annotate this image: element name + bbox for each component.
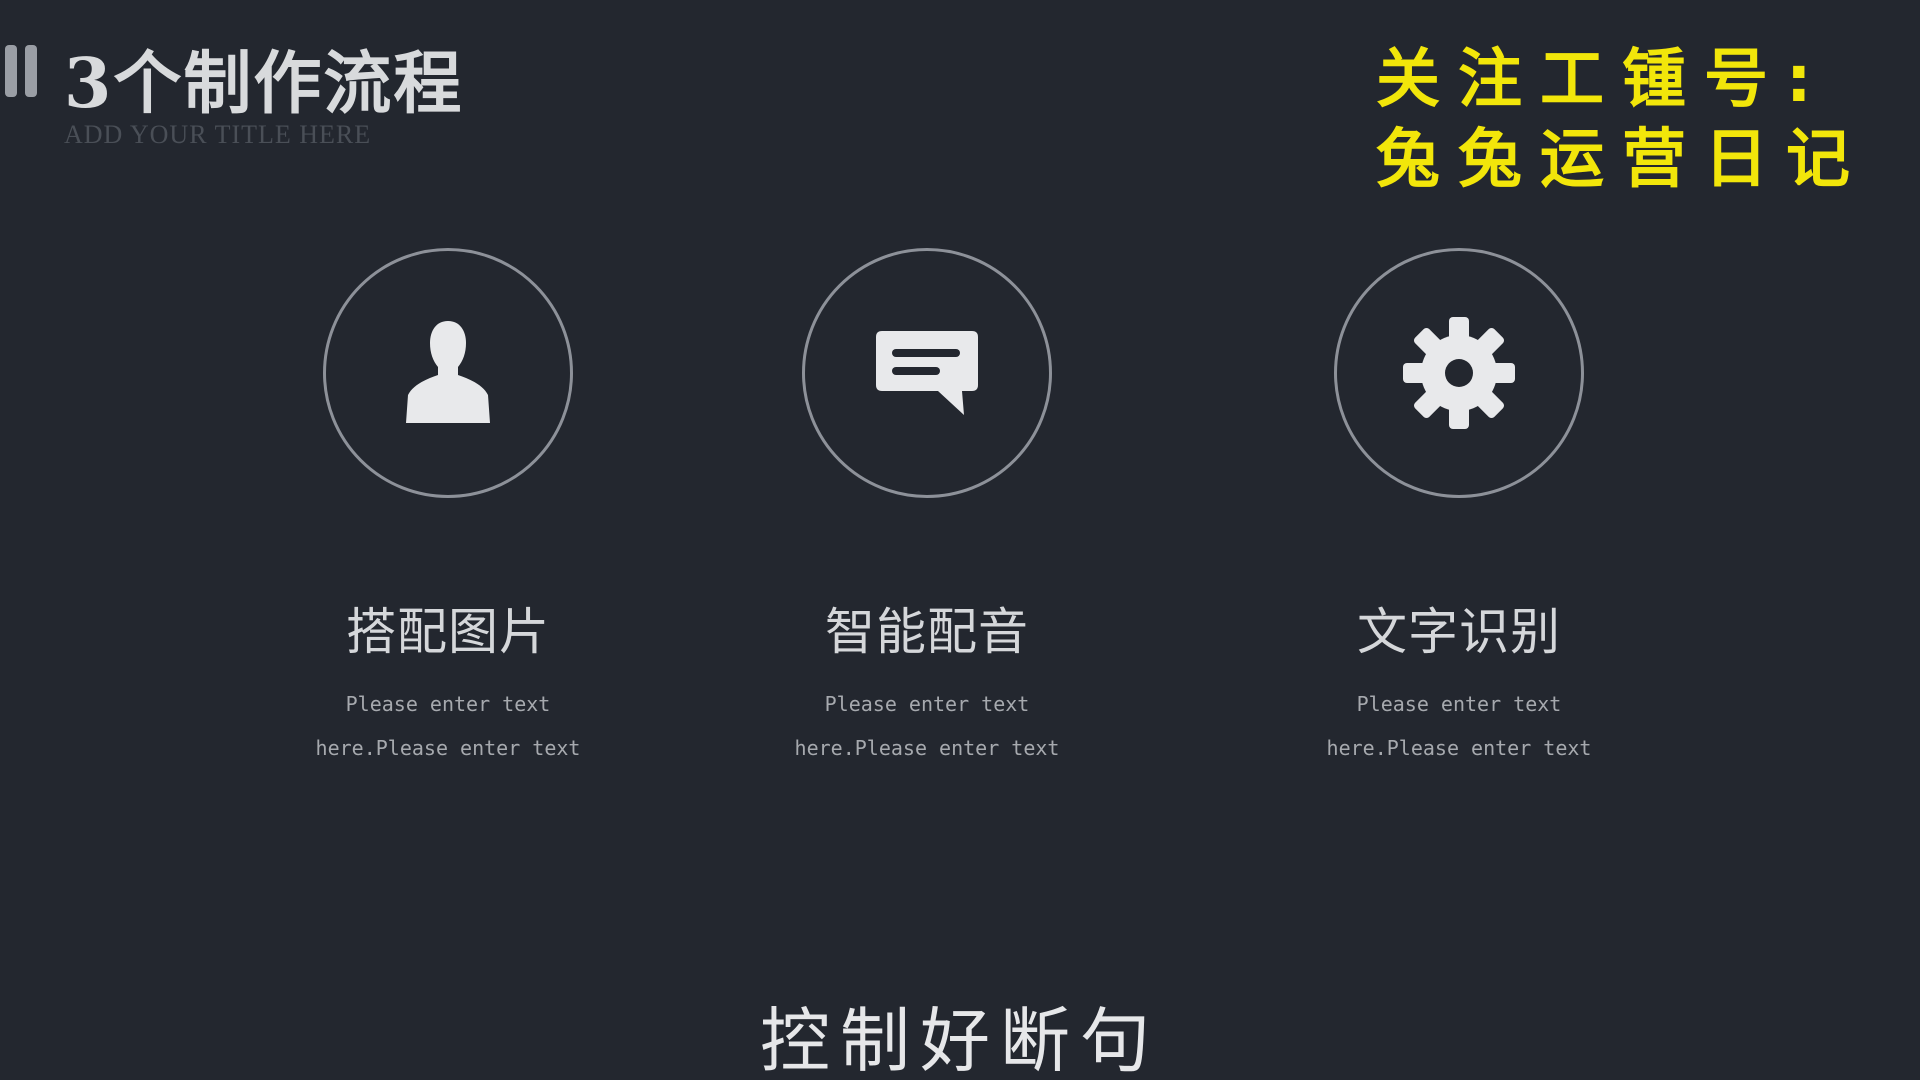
title-accent-bars: [5, 45, 37, 97]
step-1-title: 搭配图片: [346, 603, 550, 661]
step-3-circle: [1334, 248, 1584, 498]
step-1-desc-line-1: Please enter text: [345, 692, 551, 716]
step-2-description: Please enter text here.Please enter text: [757, 682, 1097, 770]
step-2-circle: [802, 248, 1052, 498]
page-title: 3个制作流程: [64, 44, 464, 124]
video-caption: 控制好断句: [760, 1000, 1160, 1080]
step-2-desc-line-1: Please enter text: [824, 692, 1030, 716]
step-2-title: 智能配音: [825, 603, 1029, 661]
watermark: 关注工锺号: 兔兔运营日记: [1376, 40, 1868, 200]
step-3-desc-line-2: here.Please enter text: [1326, 736, 1592, 760]
gear-icon: [1403, 317, 1515, 429]
step-3: 文字识别 Please enter text here.Please enter…: [1289, 248, 1629, 770]
step-1: 搭配图片 Please enter text here.Please enter…: [278, 248, 618, 770]
step-3-desc-line-1: Please enter text: [1356, 692, 1562, 716]
watermark-line-2: 兔兔运营日记: [1376, 123, 1868, 197]
chat-bubble-icon: [876, 331, 978, 415]
step-1-circle: [323, 248, 573, 498]
step-2-desc-line-2: here.Please enter text: [794, 736, 1060, 760]
page-subtitle: ADD YOUR TITLE HERE: [64, 120, 372, 149]
user-icon: [406, 321, 490, 423]
title-bar-2: [25, 45, 37, 97]
title-bar-1: [5, 45, 17, 97]
step-1-description: Please enter text here.Please enter text: [278, 682, 618, 770]
watermark-line-1: 关注工锺号:: [1376, 43, 1830, 117]
step-3-title: 文字识别: [1357, 603, 1561, 661]
step-3-description: Please enter text here.Please enter text: [1289, 682, 1629, 770]
step-1-desc-line-2: here.Please enter text: [315, 736, 581, 760]
step-2: 智能配音 Please enter text here.Please enter…: [757, 248, 1097, 770]
